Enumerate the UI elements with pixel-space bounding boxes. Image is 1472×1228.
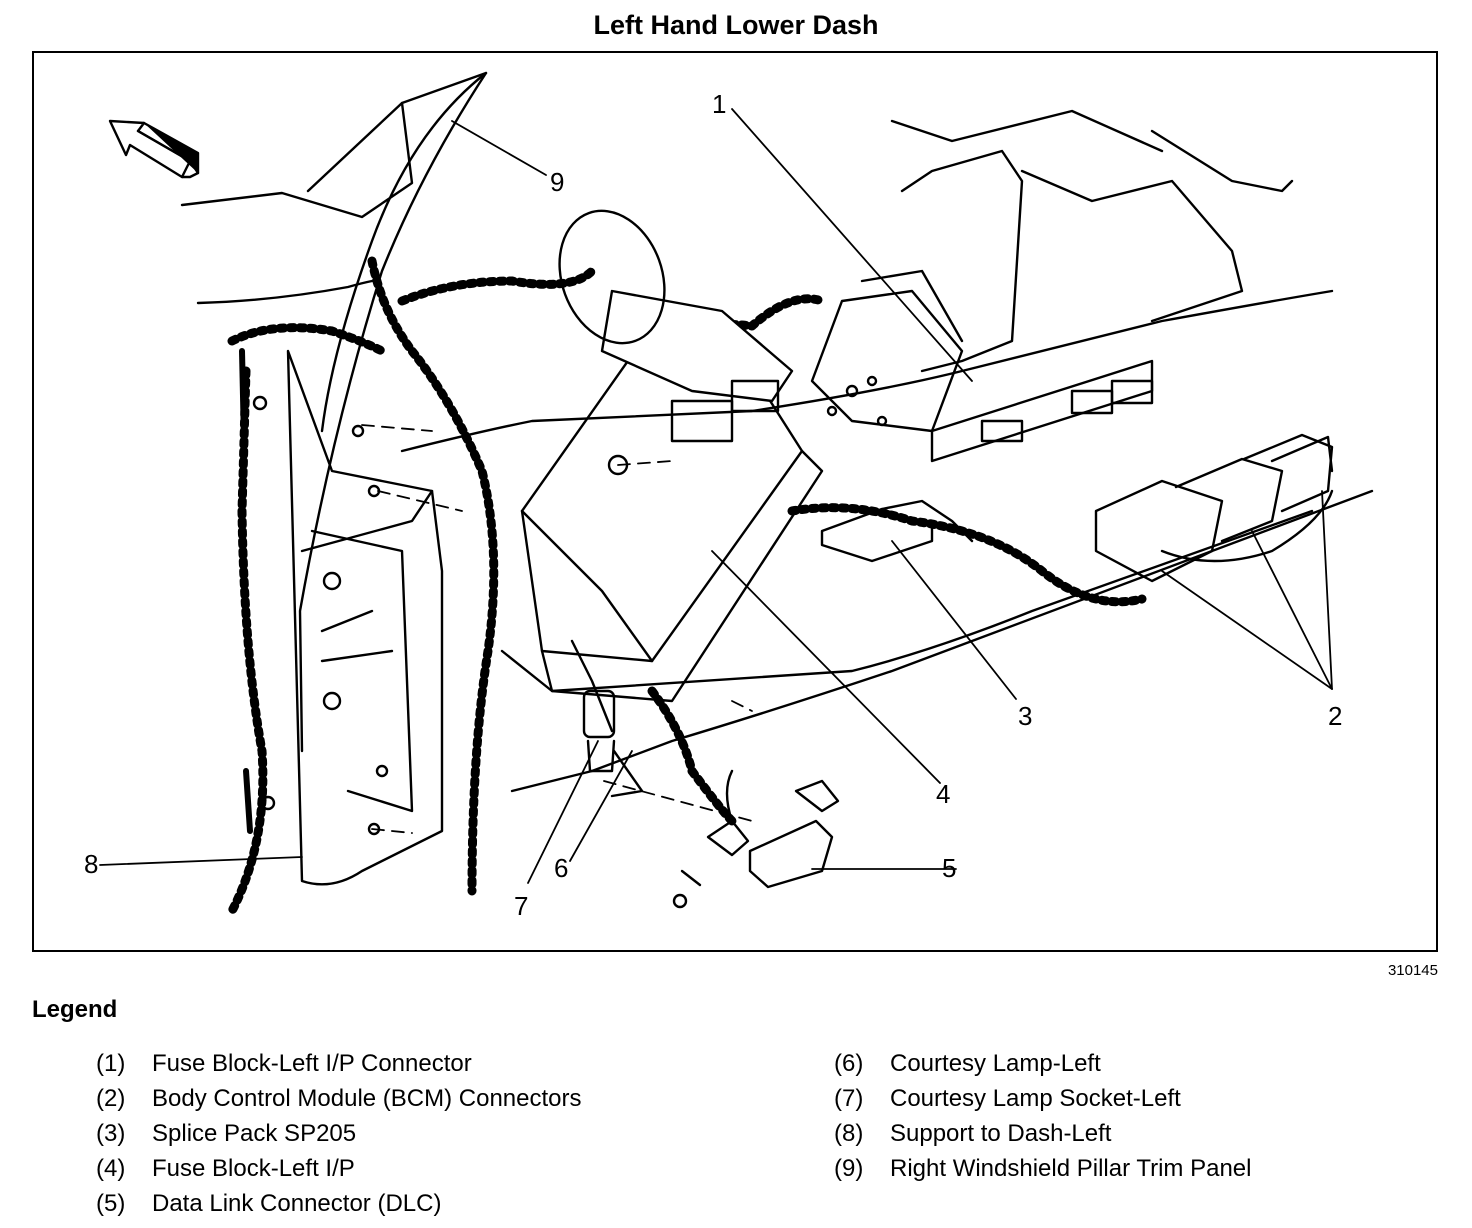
data-link-connector: [672, 769, 840, 909]
legend-label: Body Control Module (BCM) Connectors: [152, 1085, 582, 1112]
support-bracket: [239, 348, 444, 886]
callout-leaders: [99, 108, 1333, 884]
fuse-block-connector: [810, 269, 964, 433]
diagram-frame: [32, 51, 1438, 952]
legend-label: Support to Dash-Left: [890, 1120, 1112, 1147]
legend-number: (5): [96, 1190, 126, 1217]
callout-3: 3: [1018, 701, 1032, 731]
legend-item: (3) Splice Pack SP205: [96, 1116, 582, 1151]
legend-item: (4) Fuse Block-Left I/P: [96, 1151, 582, 1186]
instrument-panel-structure: [400, 109, 1374, 793]
legend-number: (7): [834, 1085, 864, 1112]
legend-item: (2) Body Control Module (BCM) Connectors: [96, 1081, 582, 1116]
legend-column-left: (1) Fuse Block-Left I/P Connector (2) Bo…: [96, 1046, 582, 1221]
callout-9: 9: [550, 167, 564, 197]
legend-item: (1) Fuse Block-Left I/P Connector: [96, 1046, 582, 1081]
callout-1: 1: [712, 89, 726, 119]
fuse-block: [520, 289, 824, 703]
callout-2: 2: [1328, 701, 1342, 731]
legend-number: (9): [834, 1155, 864, 1182]
legend-item: (8) Support to Dash-Left: [834, 1116, 1251, 1151]
legend-label: Fuse Block-Left I/P Connector: [152, 1050, 472, 1077]
legend-label: Splice Pack SP205: [152, 1120, 357, 1147]
splice-pack: [820, 499, 974, 563]
legend-item: (7) Courtesy Lamp Socket-Left: [834, 1081, 1251, 1116]
legend-number: (8): [834, 1120, 864, 1147]
callout-7: 7: [514, 891, 528, 921]
legend-number: (4): [96, 1155, 126, 1182]
callout-4: 4: [936, 779, 950, 809]
legend-item: (9) Right Windshield Pillar Trim Panel: [834, 1151, 1251, 1186]
legend-label: Data Link Connector (DLC): [152, 1190, 442, 1217]
callout-5: 5: [942, 853, 956, 883]
legend-label: Courtesy Lamp-Left: [890, 1050, 1101, 1077]
legend-label: Fuse Block-Left I/P: [152, 1155, 355, 1182]
air-duct-outlet: [558, 209, 666, 345]
forward-direction-arrow: [108, 119, 200, 179]
pillar-trim-panel: [180, 71, 488, 753]
figure-number: 310145: [1387, 962, 1438, 979]
bcm-connectors: [1094, 433, 1334, 583]
legend-number: (3): [96, 1120, 126, 1147]
legend-label: Right Windshield Pillar Trim Panel: [890, 1155, 1252, 1182]
callout-8: 8: [84, 849, 98, 879]
diagram-title: Left Hand Lower Dash: [593, 10, 879, 40]
legend-number: (6): [834, 1050, 864, 1077]
legend-number: (1): [96, 1050, 126, 1077]
legend-label: Courtesy Lamp Socket-Left: [890, 1085, 1181, 1112]
legend-item: (5) Data Link Connector (DLC): [96, 1186, 582, 1221]
legend-heading: Legend: [32, 996, 118, 1023]
dash-illustration: 1 2 3 4 5 6 7 8 9: [84, 71, 1374, 921]
courtesy-lamp-assembly: [582, 689, 644, 798]
fastener-guide-lines: [361, 424, 753, 834]
callout-6: 6: [554, 853, 568, 883]
legend-number: (2): [96, 1085, 126, 1112]
legend-item: (6) Courtesy Lamp-Left: [834, 1046, 1251, 1081]
legend-column-right: (6) Courtesy Lamp-Left (7) Courtesy Lamp…: [834, 1046, 1251, 1186]
